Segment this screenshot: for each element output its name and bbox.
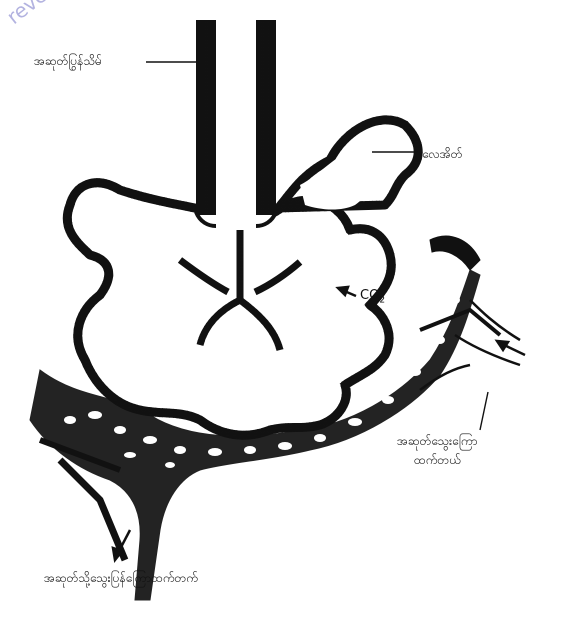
label-pulmonary-artery-line2: ထက်တယ် bbox=[414, 452, 461, 468]
label-co2: CO2 bbox=[360, 288, 385, 309]
label-pulmonary-vein: အဆုတ်သို့သွေးပြန်ကြောထက်တက် bbox=[44, 570, 198, 586]
bronchiole-tube bbox=[196, 20, 276, 226]
label-pulmonary-artery-line1: အဆုတ်သွေးကြော bbox=[397, 433, 477, 449]
label-trachea: အဆုတ်ပြွန်သိမ် bbox=[34, 53, 102, 69]
label-co2-text: CO bbox=[360, 288, 379, 303]
label-co2-subscript: 2 bbox=[379, 296, 385, 306]
label-alveolus: လေအိတ် bbox=[422, 146, 462, 162]
